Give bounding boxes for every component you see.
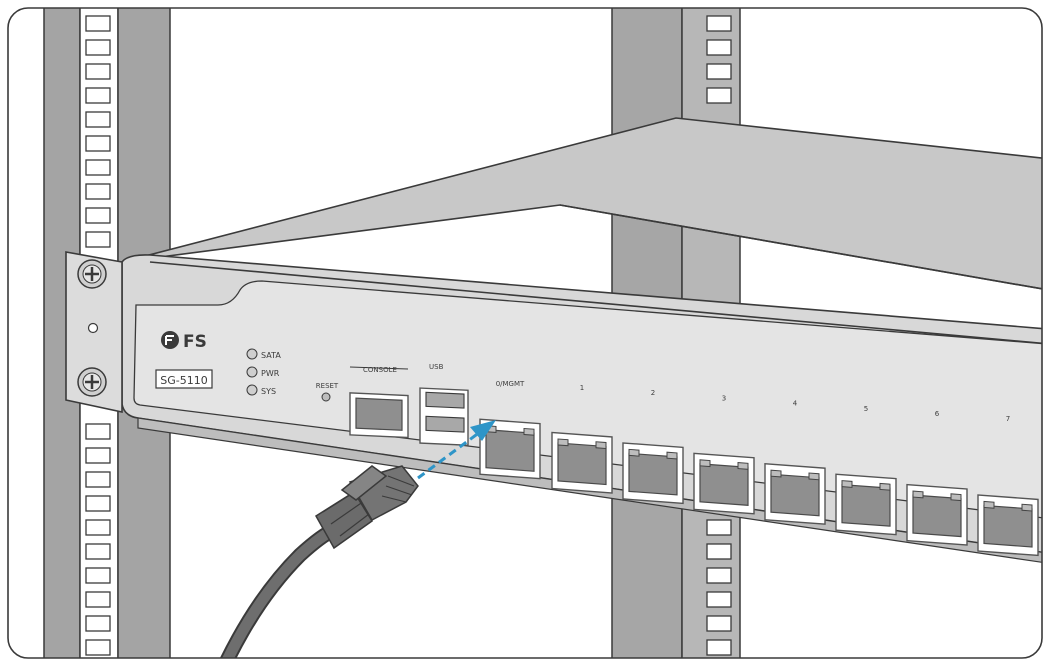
ethernet-ports: 0/MGMT 1 2 3 4 5 6 7 xyxy=(479,380,1039,557)
ethernet-port-6[interactable]: 6 xyxy=(906,410,968,546)
rack-hole xyxy=(85,183,111,200)
brand-name: FS xyxy=(183,332,207,352)
port-number-label: 3 xyxy=(722,394,726,402)
led-label-sys: SYS xyxy=(261,387,276,396)
rack-hole xyxy=(85,135,111,152)
model-label: SG-5110 xyxy=(155,369,213,389)
port-number-label: 2 xyxy=(651,389,655,397)
rack-hole xyxy=(85,495,111,512)
port-number-label: 1 xyxy=(580,384,584,392)
port-number-label: 6 xyxy=(935,410,940,418)
rack-hole xyxy=(706,567,732,584)
screw-hole-icon xyxy=(87,322,99,334)
mgmt-label: 0/MGMT xyxy=(496,380,525,388)
rack-hole xyxy=(85,15,111,32)
port-number-label: 5 xyxy=(864,405,868,413)
connection-arrow-icon xyxy=(417,420,496,480)
ethernet-port-5[interactable]: 5 xyxy=(835,405,897,536)
rack-hole xyxy=(85,447,111,464)
fs-logo-icon: FS xyxy=(161,331,207,352)
usb-ports[interactable]: USB xyxy=(419,363,469,446)
ethernet-port-4[interactable]: 4 xyxy=(764,400,826,525)
usb-port-2[interactable] xyxy=(425,415,465,433)
rack-hole xyxy=(706,519,732,536)
screw-icon xyxy=(77,259,107,289)
ethernet-port-7[interactable]: 7 xyxy=(977,415,1039,557)
rack-hole xyxy=(85,519,111,536)
mounting-bracket xyxy=(65,251,123,413)
reset-label: RESET xyxy=(316,382,339,390)
rack-hole xyxy=(706,87,732,104)
rack-hole xyxy=(85,231,111,248)
rack-hole xyxy=(85,63,111,80)
rack-hole xyxy=(706,615,732,632)
rack-hole xyxy=(85,615,111,632)
led-label-pwr: PWR xyxy=(261,369,280,378)
console-port[interactable]: CONSOLE xyxy=(349,366,409,439)
ethernet-port-1[interactable]: 1 xyxy=(551,384,613,494)
rack-hole xyxy=(85,471,111,488)
port-number-label: 4 xyxy=(793,400,798,408)
rack-hole xyxy=(706,543,732,560)
rack-hole xyxy=(706,63,732,80)
rack-hole xyxy=(85,567,111,584)
mgmt-port[interactable]: 0/MGMT xyxy=(479,380,541,480)
led-panel: SATA PWR SYS xyxy=(246,348,281,396)
device-top xyxy=(121,117,1042,293)
ethernet-cable xyxy=(214,465,419,658)
led-indicator-icon xyxy=(246,348,258,360)
rack-hole xyxy=(85,111,111,128)
rack-hole xyxy=(706,15,732,32)
rack-hole xyxy=(85,87,111,104)
led-indicator-icon xyxy=(246,366,258,378)
rack-hole xyxy=(706,39,732,56)
usb-label: USB xyxy=(429,363,444,371)
illustration-frame xyxy=(7,7,1043,659)
rack-hole xyxy=(85,639,111,656)
plug-clip xyxy=(340,465,388,501)
screw-icon xyxy=(77,367,107,397)
rack-hole xyxy=(85,423,111,440)
led-indicator-icon xyxy=(246,384,258,396)
model-name: SG-5110 xyxy=(160,374,207,387)
rack-hole xyxy=(85,207,111,224)
ethernet-port-3[interactable]: 3 xyxy=(693,394,755,515)
rack-hole xyxy=(706,591,732,608)
rack-hole xyxy=(706,639,732,656)
rack-hole xyxy=(85,591,111,608)
device-bezel xyxy=(133,280,1042,521)
led-label-sata: SATA xyxy=(261,351,281,360)
usb-port-1[interactable] xyxy=(425,391,465,409)
rack-hole xyxy=(85,543,111,560)
reset-button[interactable]: RESET xyxy=(316,382,339,402)
rack-hole xyxy=(85,159,111,176)
port-number-label: 7 xyxy=(1006,415,1010,423)
console-label: CONSOLE xyxy=(363,366,397,374)
rack-hole xyxy=(85,39,111,56)
ethernet-port-2[interactable]: 2 xyxy=(622,389,684,505)
